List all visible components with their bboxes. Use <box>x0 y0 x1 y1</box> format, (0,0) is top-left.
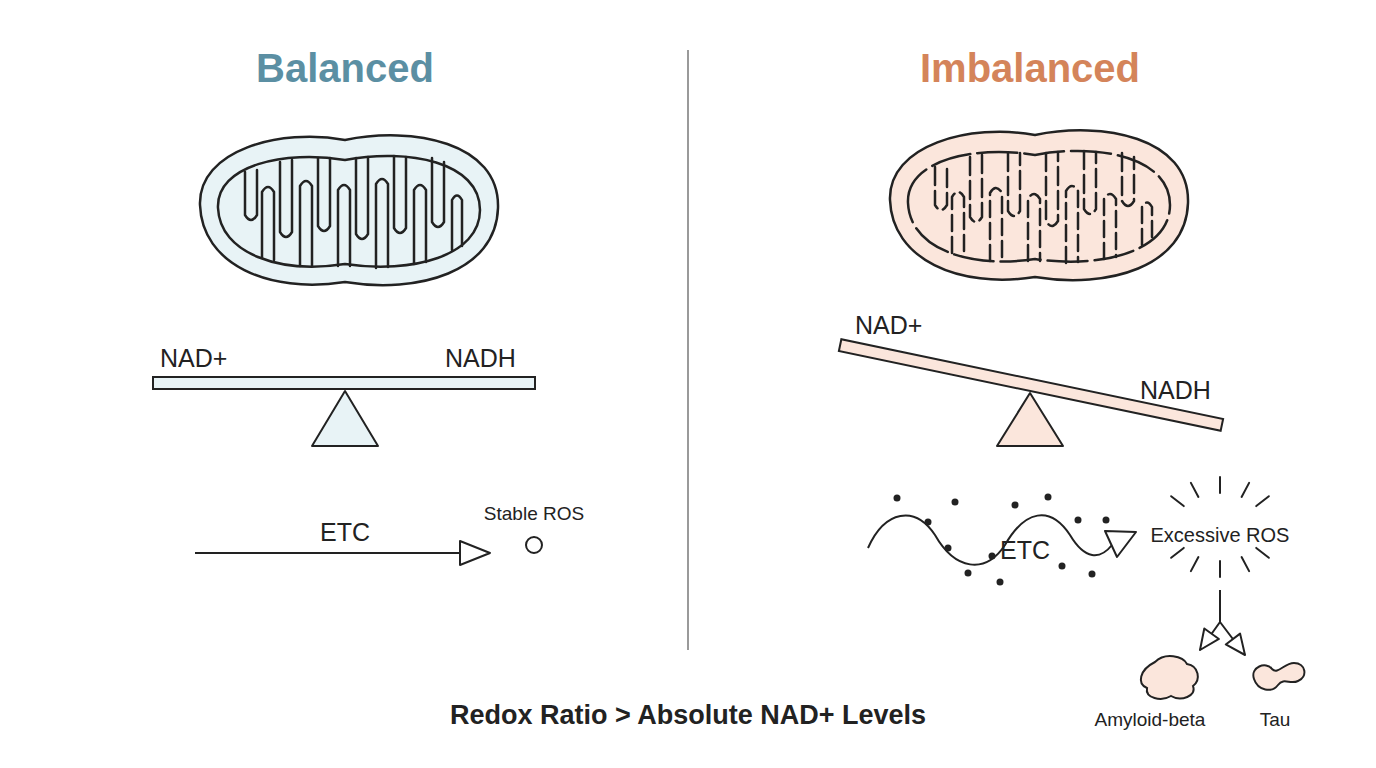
node-label: Excessive ROS <box>1130 523 1310 547</box>
etc-flow-line <box>195 552 462 554</box>
seesaw-label: NAD+ <box>160 344 227 373</box>
node-label: Stable ROS <box>462 503 606 526</box>
pathway-label: ETC <box>1000 536 1050 565</box>
seesaw-label: NADH <box>445 344 516 373</box>
burst-ray <box>1191 483 1199 497</box>
panel-heading: Imbalanced <box>920 45 1140 91</box>
etc-flow-line <box>868 515 1112 564</box>
caption: Redox Ratio > Absolute NAD+ Levels <box>450 700 926 731</box>
burst-ray <box>1171 496 1184 506</box>
node-label: Amyloid-beta <box>1075 709 1225 732</box>
burst-ray <box>1191 557 1199 571</box>
arrow-head <box>460 541 490 565</box>
mitochondrion-damaged <box>890 130 1188 280</box>
ros-dot <box>1059 563 1066 570</box>
node-label: Tau <box>1220 709 1330 732</box>
ros-dot <box>989 553 996 560</box>
seesaw-fulcrum <box>312 391 378 446</box>
burst-ray <box>1256 548 1269 558</box>
ros-dot <box>997 579 1004 586</box>
ros-dot <box>965 570 972 577</box>
ros-burst: Excessive ROS <box>1150 480 1290 590</box>
burst-ray <box>1256 496 1269 506</box>
ros-dot <box>1103 517 1110 524</box>
ros-marker: Stable ROS <box>482 503 586 557</box>
tau-tangle <box>1253 663 1304 690</box>
cristae <box>262 179 462 268</box>
protein-aggregate: Amyloid-beta <box>1095 650 1205 732</box>
ros-dot <box>1012 502 1019 509</box>
burst-ray <box>1219 561 1221 577</box>
panel-divider <box>687 50 689 650</box>
seesaw-tilted <box>839 339 1223 446</box>
seesaw-fulcrum <box>997 393 1063 446</box>
arrow-connector <box>1200 590 1220 650</box>
ros-dot <box>526 537 542 553</box>
panel-heading: Balanced <box>256 45 434 91</box>
cristae <box>952 186 1152 263</box>
ros-dot <box>894 495 901 502</box>
burst-ray <box>1242 483 1250 497</box>
ros-dot <box>925 519 932 526</box>
arrow-head <box>1105 531 1136 557</box>
ros-particles <box>894 494 1110 586</box>
mitochondrion-healthy <box>200 135 498 285</box>
seesaw-label: NAD+ <box>855 311 922 340</box>
ros-dot <box>952 499 959 506</box>
outer-membrane <box>890 130 1188 280</box>
seesaw-beam <box>153 377 535 389</box>
outer-membrane <box>200 135 498 285</box>
seesaw-label: NADH <box>1140 376 1211 405</box>
burst-ray <box>1219 477 1221 493</box>
etc-arrow-wavy <box>868 515 1136 564</box>
amyloid-blob <box>1141 656 1198 699</box>
arrow-connector <box>1220 590 1245 655</box>
ros-dot <box>1089 571 1096 578</box>
burst-ray <box>1171 548 1184 558</box>
ros-dot <box>945 545 952 552</box>
burst-ray <box>1242 557 1250 571</box>
ros-dot <box>1045 494 1052 501</box>
pathway-label: ETC <box>320 518 370 547</box>
ros-dot <box>1075 517 1082 524</box>
seesaw-balanced <box>153 377 535 446</box>
protein-tangle: Tau <box>1240 655 1310 732</box>
